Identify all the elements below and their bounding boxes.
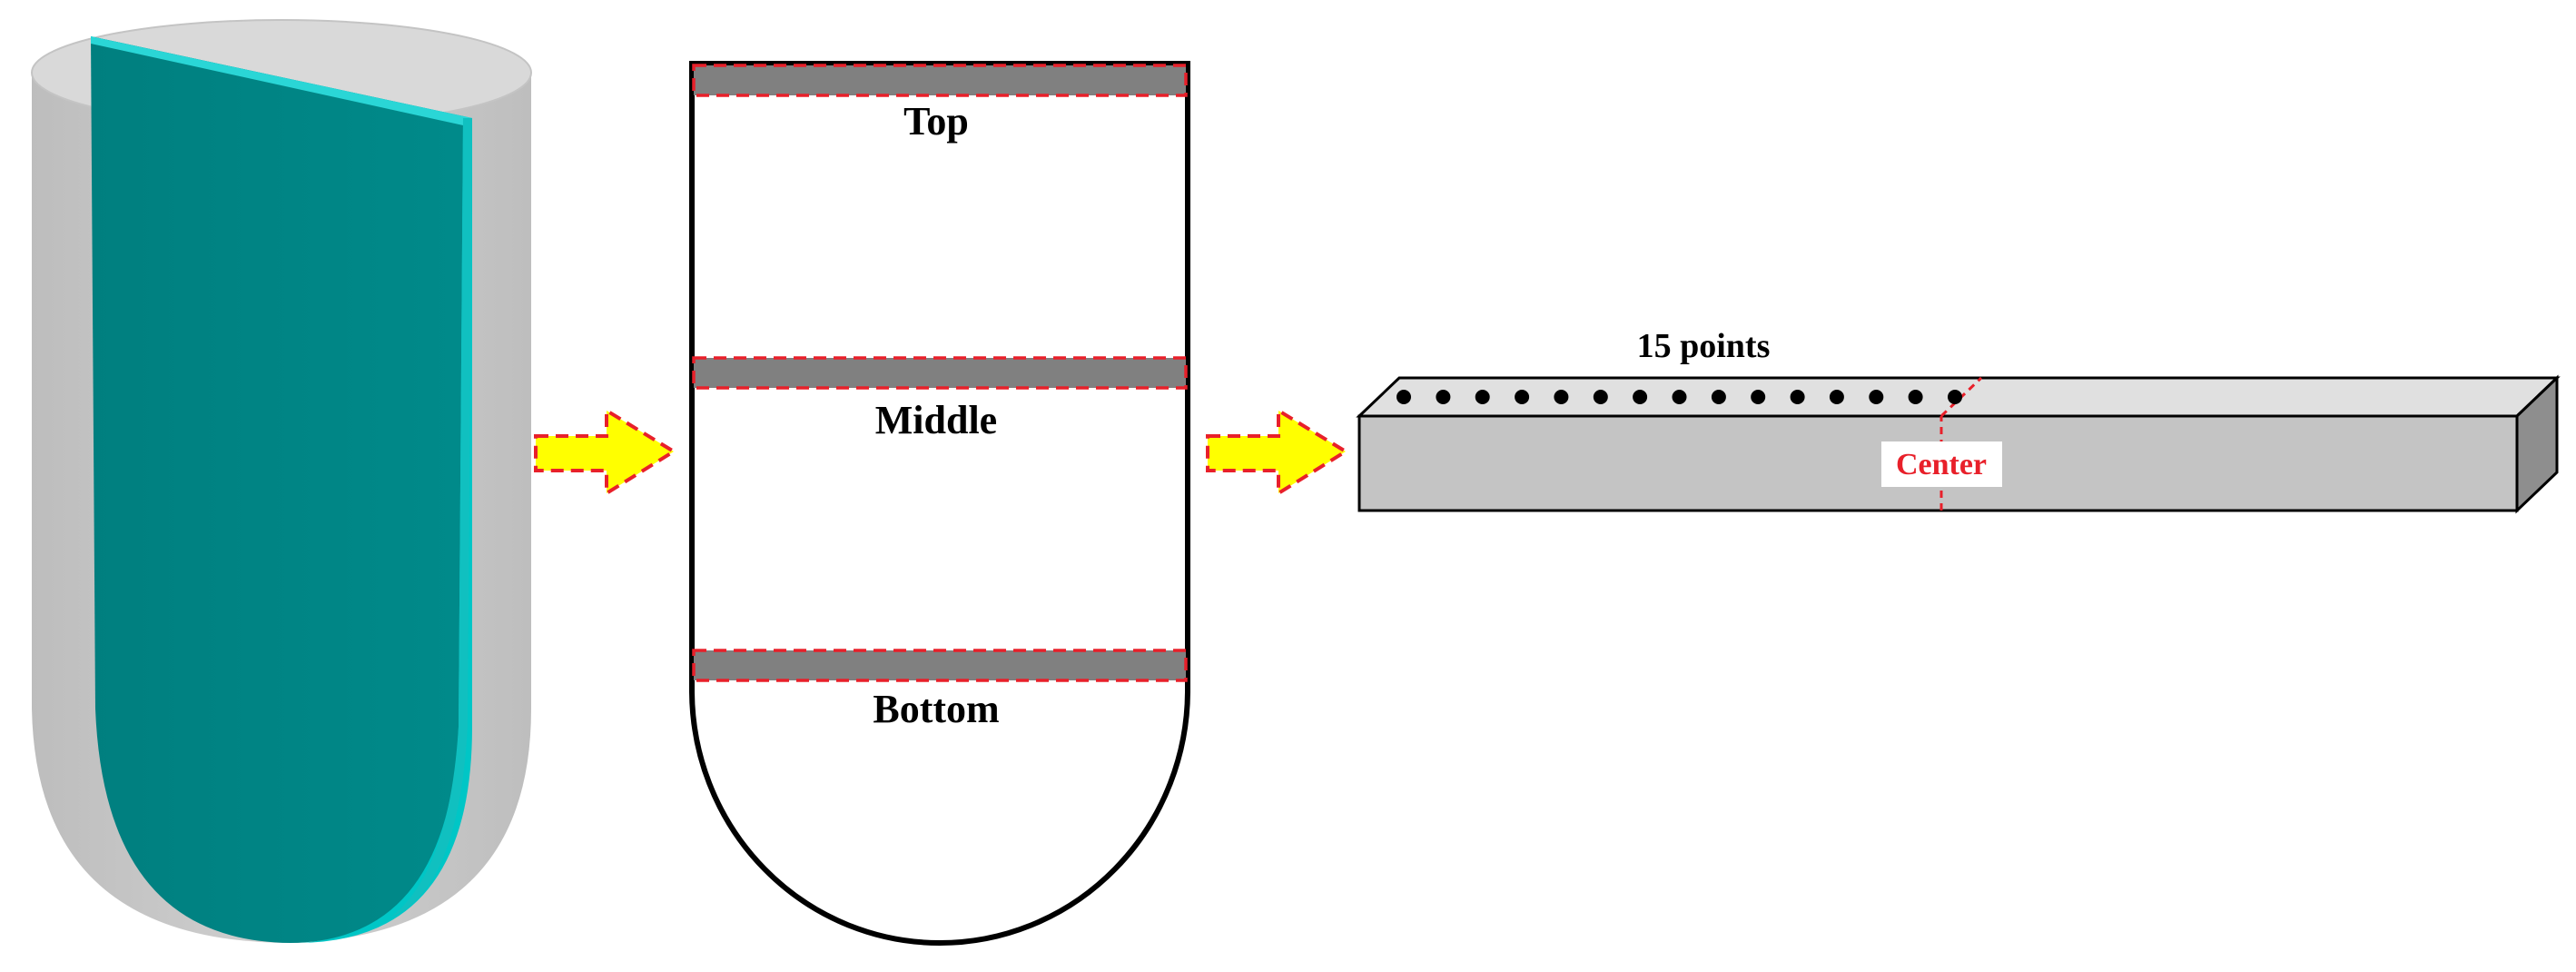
middle-band: [692, 356, 1188, 390]
measurement-point: [1869, 390, 1884, 404]
vessel-3d: [31, 19, 532, 943]
measurement-point: [1672, 390, 1687, 404]
top-label: Top: [903, 99, 969, 144]
bottom-band: [692, 649, 1188, 682]
measurement-point: [1397, 390, 1411, 404]
teal-side-edge: [390, 118, 472, 917]
measurement-point: [1554, 390, 1569, 404]
measurement-point: [1829, 390, 1844, 404]
right-arrow-icon: [1206, 407, 1349, 497]
measurement-point: [1475, 390, 1490, 404]
teal-top-edge: [91, 36, 472, 125]
measurement-point: [1790, 390, 1805, 404]
section-outline-2d: Top Middle Bottom: [689, 61, 1190, 946]
teal-cross-section: [91, 36, 463, 943]
measurement-points: [1397, 390, 1962, 404]
measurement-point: [1593, 390, 1608, 404]
points-label: 15 points: [1637, 327, 1771, 365]
bottom-label: Bottom: [873, 687, 999, 731]
sample-bar-3d: 15 points Center: [1356, 327, 2561, 514]
measurement-point: [1751, 390, 1766, 404]
center-label-box: [1881, 441, 2002, 487]
measurement-point: [1908, 390, 1923, 404]
right-arrow-icon: [534, 407, 677, 497]
measurement-point: [1515, 390, 1530, 404]
measurement-point: [1633, 390, 1648, 404]
measurement-point: [1711, 390, 1726, 404]
teal-plane-back-edge: [91, 36, 472, 943]
bar-side-face: [2515, 374, 2559, 514]
measurement-point: [1948, 390, 1962, 404]
top-band: [692, 64, 1188, 97]
middle-label: Middle: [875, 398, 997, 442]
center-label: Center: [1896, 448, 1987, 481]
measurement-point: [1436, 390, 1451, 404]
section-profile: [689, 61, 1190, 946]
